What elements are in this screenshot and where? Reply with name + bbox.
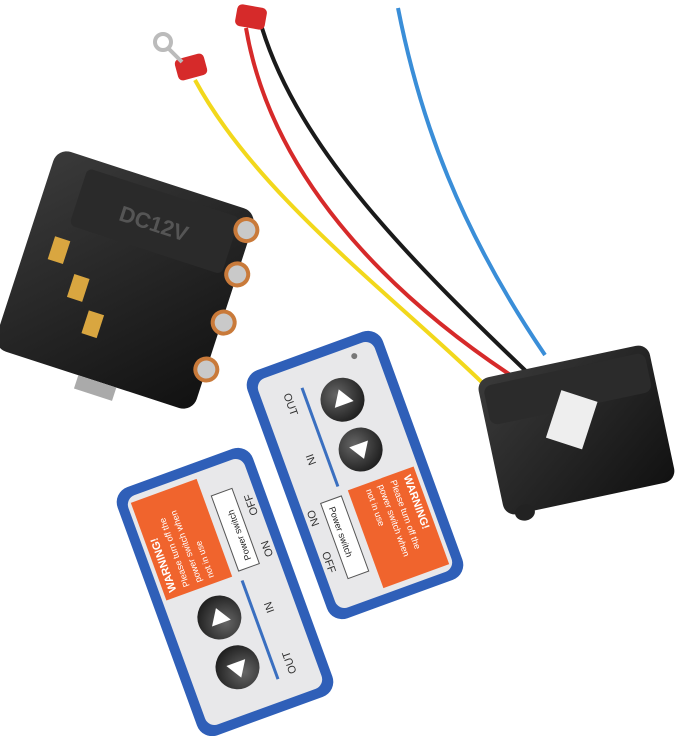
remote-right: OUT IN ON OFF Power switch WARNING! Plea… [246, 330, 464, 620]
up-arrow-icon [226, 659, 246, 678]
on-label: ON [304, 509, 321, 529]
power-switch-box [210, 487, 260, 572]
in-label: IN [262, 600, 277, 614]
up-arrow-icon [334, 389, 354, 408]
down-arrow-icon [349, 440, 368, 459]
red-wire [244, 27, 520, 382]
warning-panel [347, 466, 450, 589]
remote-left: OUT IN ON OFF Power switch WARNING! Plea… [116, 447, 334, 736]
red-terminal [235, 4, 267, 30]
down-arrow-icon [212, 608, 231, 627]
tab-terminal [66, 274, 90, 302]
stud-terminal [233, 217, 260, 244]
blue-wire [396, 7, 547, 357]
stud-terminal [224, 261, 251, 288]
warning-panel [130, 478, 233, 601]
tab-terminal [81, 310, 105, 339]
receiver-box [478, 345, 675, 521]
black-wire [260, 27, 532, 377]
ring-terminal [153, 32, 173, 52]
wires [153, 4, 547, 402]
tab-terminal [47, 236, 71, 265]
contactor-solenoid: DC12V [0, 151, 260, 409]
on-label: ON [259, 539, 276, 559]
stud-terminal [210, 309, 237, 336]
yellow-wire [193, 79, 502, 402]
power-switch-box [320, 495, 370, 580]
stud-terminal [193, 356, 220, 383]
in-label: IN [303, 453, 318, 467]
receiver-sticker [545, 390, 598, 450]
